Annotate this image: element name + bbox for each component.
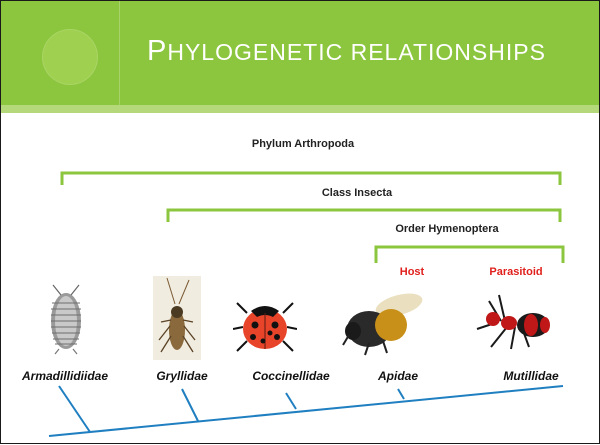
phylum-bracket xyxy=(62,173,560,185)
branch-armadillidiidae xyxy=(59,386,90,432)
branch-gryllidae xyxy=(182,389,198,421)
parasitoid-label: Parasitoid xyxy=(489,266,542,278)
ladybird-icon xyxy=(233,293,297,357)
velvet-ant-icon xyxy=(471,291,557,353)
cladogram xyxy=(49,386,563,436)
branch-apidae xyxy=(398,389,404,399)
woodlouse-icon xyxy=(41,283,91,355)
taxon-label: Gryllidae xyxy=(156,369,207,383)
cricket-icon xyxy=(153,276,201,360)
order-bracket xyxy=(376,247,563,263)
taxon-label: Apidae xyxy=(378,369,418,383)
class-bracket xyxy=(168,210,560,222)
host-label: Host xyxy=(400,266,424,278)
taxon-label: Armadillidiidae xyxy=(22,369,108,383)
phylum-label: Phylum Arthropoda xyxy=(252,138,354,150)
tree-trunk xyxy=(49,386,563,436)
bee-icon xyxy=(339,283,425,359)
class-label: Class Insecta xyxy=(322,187,392,199)
taxon-label: Mutillidae xyxy=(503,369,558,383)
order-label: Order Hymenoptera xyxy=(395,223,498,235)
taxon-label: Coccinellidae xyxy=(252,369,329,383)
branch-coccinellidae xyxy=(286,393,296,409)
